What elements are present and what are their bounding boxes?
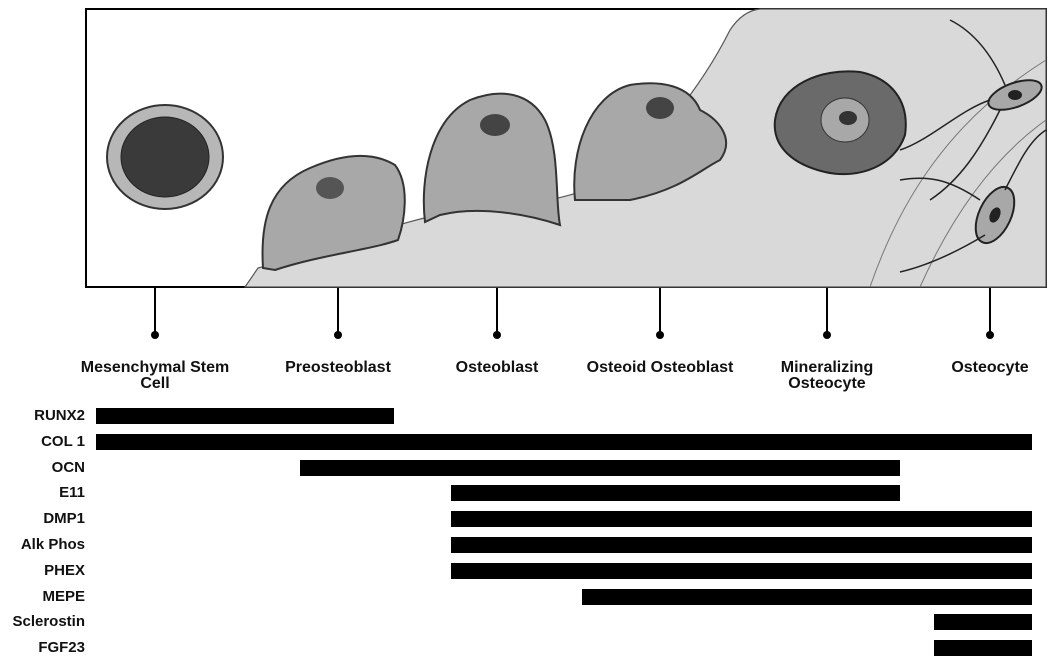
stage-label-line: Osteoblast [456, 360, 539, 376]
marker-label-phex: PHEX [0, 562, 85, 580]
marker-label-dmp1: DMP1 [0, 510, 85, 528]
marker-bar-col-1 [96, 434, 1032, 450]
stage-label-osteoid-osteoblast: Osteoid Osteoblast [587, 360, 734, 376]
marker-label-sclerostin: Sclerostin [0, 613, 85, 631]
marker-bar-runx2 [96, 408, 394, 424]
stage-label-osteoblast: Osteoblast [456, 360, 539, 376]
marker-label-runx2: RUNX2 [0, 407, 85, 425]
marker-bar-phex [451, 563, 1032, 579]
stage-label-line: Mineralizing [781, 360, 873, 376]
stage-label-line: Osteocyte [781, 376, 873, 392]
stage-label-line: Mesenchymal Stem [81, 360, 230, 376]
stage-label-preosteoblast: Preosteoblast [285, 360, 391, 376]
marker-label-mepe: MEPE [0, 588, 85, 606]
stage-label-line: Osteoid Osteoblast [587, 360, 734, 376]
marker-label-fgf23: FGF23 [0, 639, 85, 657]
stage-dot-preosteoblast [334, 331, 342, 339]
marker-bar-fgf23 [934, 640, 1032, 656]
marker-label-col-1: COL 1 [0, 433, 85, 451]
marker-bar-sclerostin [934, 614, 1032, 630]
marker-bar-alk-phos [451, 537, 1032, 553]
marker-bar-e11 [451, 485, 900, 501]
stage-label-line: Preosteoblast [285, 360, 391, 376]
stage-dot-osteocyte [986, 331, 994, 339]
marker-label-e11: E11 [0, 484, 85, 502]
stage-label-osteocyte: Osteocyte [951, 360, 1028, 376]
stage-dot-osteoblast [493, 331, 501, 339]
marker-bar-dmp1 [451, 511, 1032, 527]
marker-label-alk-phos: Alk Phos [0, 536, 85, 554]
stage-tick-markers [151, 288, 994, 339]
stage-label-line: Osteocyte [951, 360, 1028, 376]
mineralizing-osteocyte-cell [775, 71, 906, 174]
stage-label-line: Cell [81, 376, 230, 392]
msc-cell [107, 105, 223, 209]
marker-label-ocn: OCN [0, 459, 85, 477]
stage-dot-msc [151, 331, 159, 339]
stage-dot-mineralizing-osteocyte [823, 331, 831, 339]
marker-bar-mepe [582, 589, 1032, 605]
stage-dot-osteoid-osteoblast [656, 331, 664, 339]
marker-bar-ocn [300, 460, 900, 476]
